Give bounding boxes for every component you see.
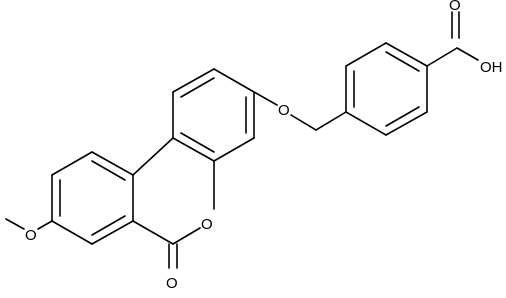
bond-lactone-b — [172, 227, 201, 245]
bond-c-to-oh — [456, 47, 479, 61]
bond-ring3-e — [91, 220, 134, 245]
bond-ring3-to-ome — [37, 220, 53, 230]
bond-ch2-to-o — [290, 114, 317, 131]
bond-ring2-d — [172, 137, 215, 162]
atom-label-methoxy-o: O — [25, 227, 37, 244]
bond-ring3-b — [51, 151, 93, 176]
bond-ring2-a — [213, 68, 255, 93]
bond-ring-to-ch2 — [315, 111, 347, 131]
bond-ring1-inner-3 — [385, 106, 420, 127]
bond-ring3-d — [51, 220, 93, 245]
bond-ring1-d — [345, 111, 387, 136]
atom-label-ring-o: O — [201, 216, 213, 233]
bond-ring3-a — [91, 151, 134, 176]
bond-ring1-a — [385, 42, 428, 67]
bond-o-to-ring2 — [253, 91, 278, 106]
bond-ring1-inner-1 — [385, 51, 420, 72]
atom-label-carbonyl-o: O — [449, 0, 461, 14]
atom-label-ether-o: O — [278, 102, 290, 119]
bond-lactone-c — [132, 220, 174, 245]
bond-lactone-e — [132, 137, 174, 176]
bond-ring3-inner-3 — [91, 215, 126, 236]
bond-ring3-inner-1 — [91, 160, 126, 181]
bond-ring1-e — [385, 111, 428, 136]
bond-ring2-b — [172, 68, 215, 93]
bond-ring1-b — [345, 42, 387, 67]
bond-ring2-inner-3 — [180, 132, 215, 153]
atom-label-lactone-o: O — [166, 275, 178, 292]
bond-ring2-e — [213, 137, 255, 162]
atom-label-hydroxyl: OH — [480, 59, 503, 76]
bond-ome-to-ch3 — [5, 218, 25, 230]
bond-ring2-inner-1 — [180, 77, 215, 98]
bond-cooh-c-to-ring — [426, 47, 458, 67]
